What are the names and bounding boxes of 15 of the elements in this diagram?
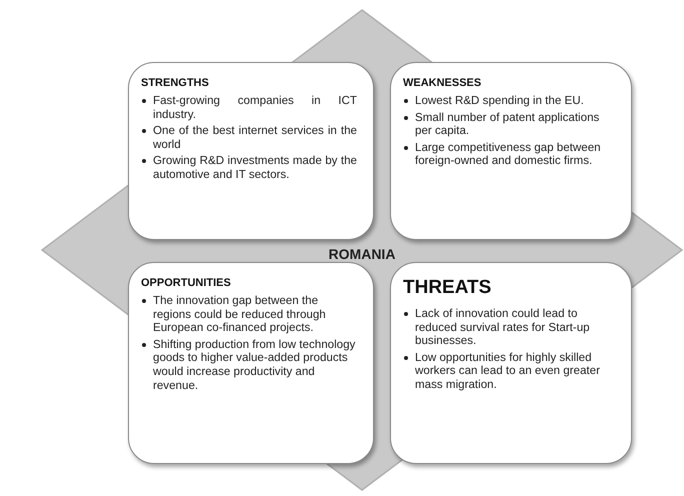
section-heading: STRENGTHS xyxy=(141,77,210,89)
bullet-text: One of the best internet services in the world xyxy=(153,124,357,152)
bullet-text: Low opportunities for highly skilled workers can lead to an even greater mass migration. xyxy=(415,350,601,392)
bullet-text: Fast-growing companies in ICT industry. xyxy=(153,94,357,122)
bullet-text: Small number of patent applications per capita. xyxy=(415,110,600,138)
bullet-text: Lack of innovation could lead to reduced survival rates for Start-up businesses. xyxy=(415,307,591,348)
bullet-text: Large competitiveness gap between foreign-owned and domestic firms. xyxy=(415,140,602,168)
bullet-text: Shifting production from low technology goods to higher value-added products would increase productivity and revenue. xyxy=(153,338,356,392)
section-heading: THREATS xyxy=(403,277,492,299)
bullet-text: Lowest R&D spending in the EU. xyxy=(415,94,585,108)
section-heading: OPPORTUNITIES xyxy=(141,277,232,289)
center-title: ROMANIA xyxy=(328,246,396,262)
bullet-text: The innovation gap between the regions could be reduced through European co-financed projects. xyxy=(153,294,327,335)
bullet-text: Growing R&D investments made by the automotive and IT sectors. xyxy=(153,154,357,182)
section-heading: WEAKNESSES xyxy=(403,77,482,89)
